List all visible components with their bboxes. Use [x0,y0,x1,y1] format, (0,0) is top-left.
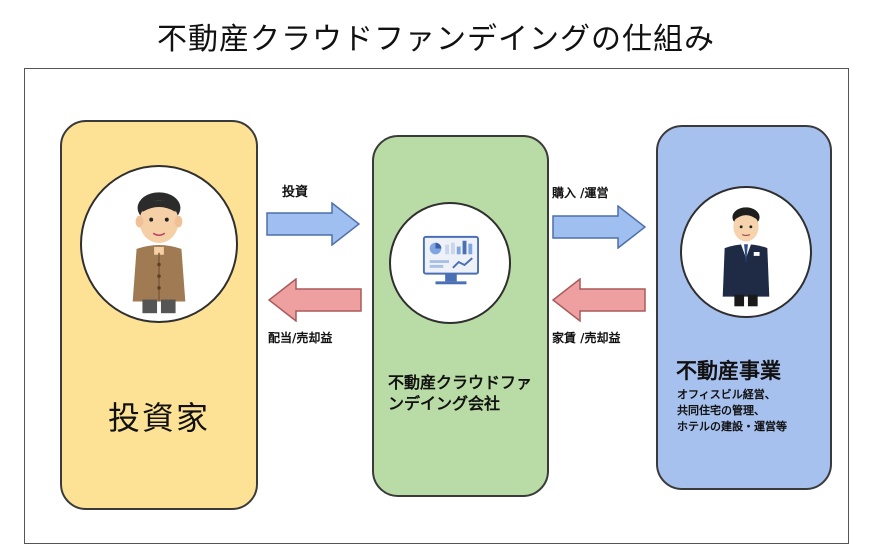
diagram-title: 不動産クラウドファンデイングの仕組み [157,22,715,57]
platform-label: 不動産クラウドファンデイング会社 [388,373,533,413]
dashboard-monitor-icon [422,235,480,285]
real-estate-detail-line: ホテルの建設・運営等 [677,420,787,433]
purchase-arrow [552,205,646,249]
real-estate-details: オフィスビル経営、 共同住宅の管理、 ホテルの建設・運営等 [677,387,787,435]
rent-arrow-label: 家賃 /売却益 [552,331,621,345]
platform-icon-circle [389,202,511,324]
purchase-arrow-label: 購入 /運営 [552,186,609,200]
businessman-icon [722,207,770,307]
invest-arrow [266,202,360,246]
real-estate-title: 不動産事業 [676,359,781,383]
dividend-arrow-label: 配当/売却益 [268,331,333,345]
real-estate-avatar-circle [680,186,812,318]
elderly-man-icon [132,192,186,314]
dividend-arrow [268,278,362,322]
rent-arrow [552,278,646,322]
investor-avatar-circle [80,165,238,323]
real-estate-detail-line: 共同住宅の管理、 [677,404,765,417]
real-estate-detail-line: オフィスビル経営、 [677,388,776,401]
invest-arrow-label: 投資 [282,185,309,200]
investor-label: 投資家 [107,399,210,437]
